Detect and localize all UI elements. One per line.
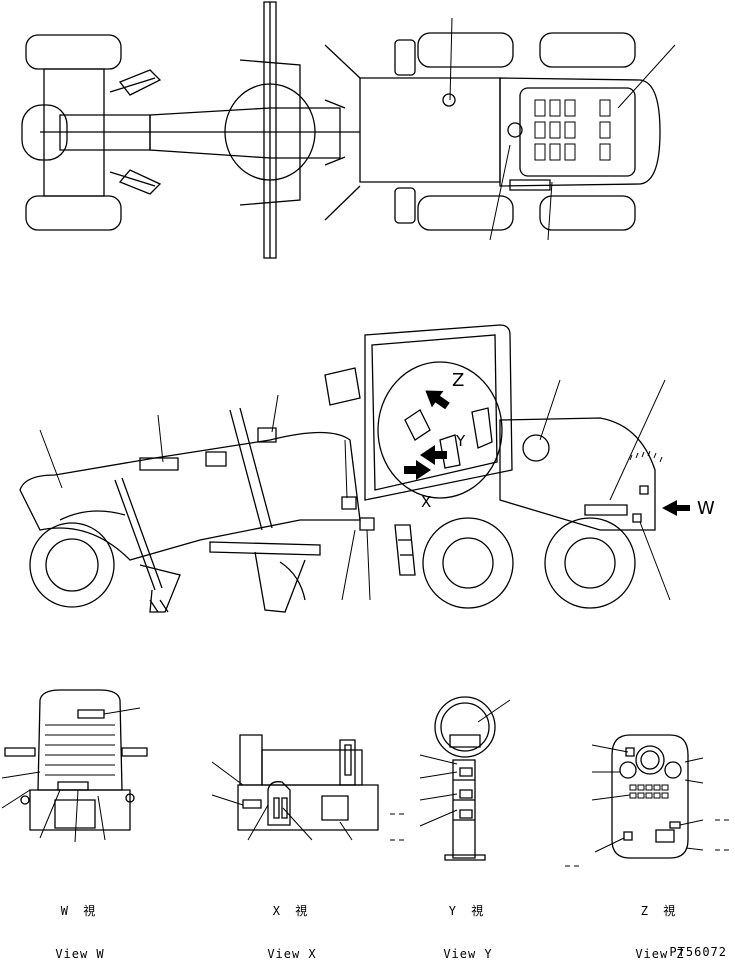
view-y-caption: Y 視 View Y	[428, 874, 508, 975]
view-y-caption-jp: Y 視	[448, 904, 488, 918]
side-view	[20, 325, 690, 612]
view-y-caption-en: View Y	[443, 947, 493, 961]
view-w-letter: W	[697, 498, 715, 519]
view-x-caption-en: View X	[267, 947, 317, 961]
view-w-caption-en: View W	[55, 947, 105, 961]
view-y-letter: Y	[456, 432, 466, 450]
view-z-drawing	[565, 735, 733, 866]
view-x-caption: X 視 View X	[252, 874, 332, 975]
top-view	[22, 2, 675, 258]
view-z-caption: Z 視 View Z	[620, 874, 700, 975]
view-w-caption: W 視 View W	[40, 874, 120, 975]
view-x-drawing	[212, 735, 378, 840]
view-x-caption-jp: X 視	[272, 904, 312, 918]
view-z-caption-jp: Z 視	[640, 904, 680, 918]
view-z-letter: Z	[452, 370, 465, 391]
view-y-drawing	[390, 697, 510, 860]
drawing-code: PT56072	[669, 945, 727, 959]
view-z-caption-en: View Z	[635, 947, 685, 961]
view-w-drawing	[2, 690, 147, 842]
view-x-letter: X	[421, 493, 432, 511]
view-w-caption-jp: W 視	[60, 904, 100, 918]
